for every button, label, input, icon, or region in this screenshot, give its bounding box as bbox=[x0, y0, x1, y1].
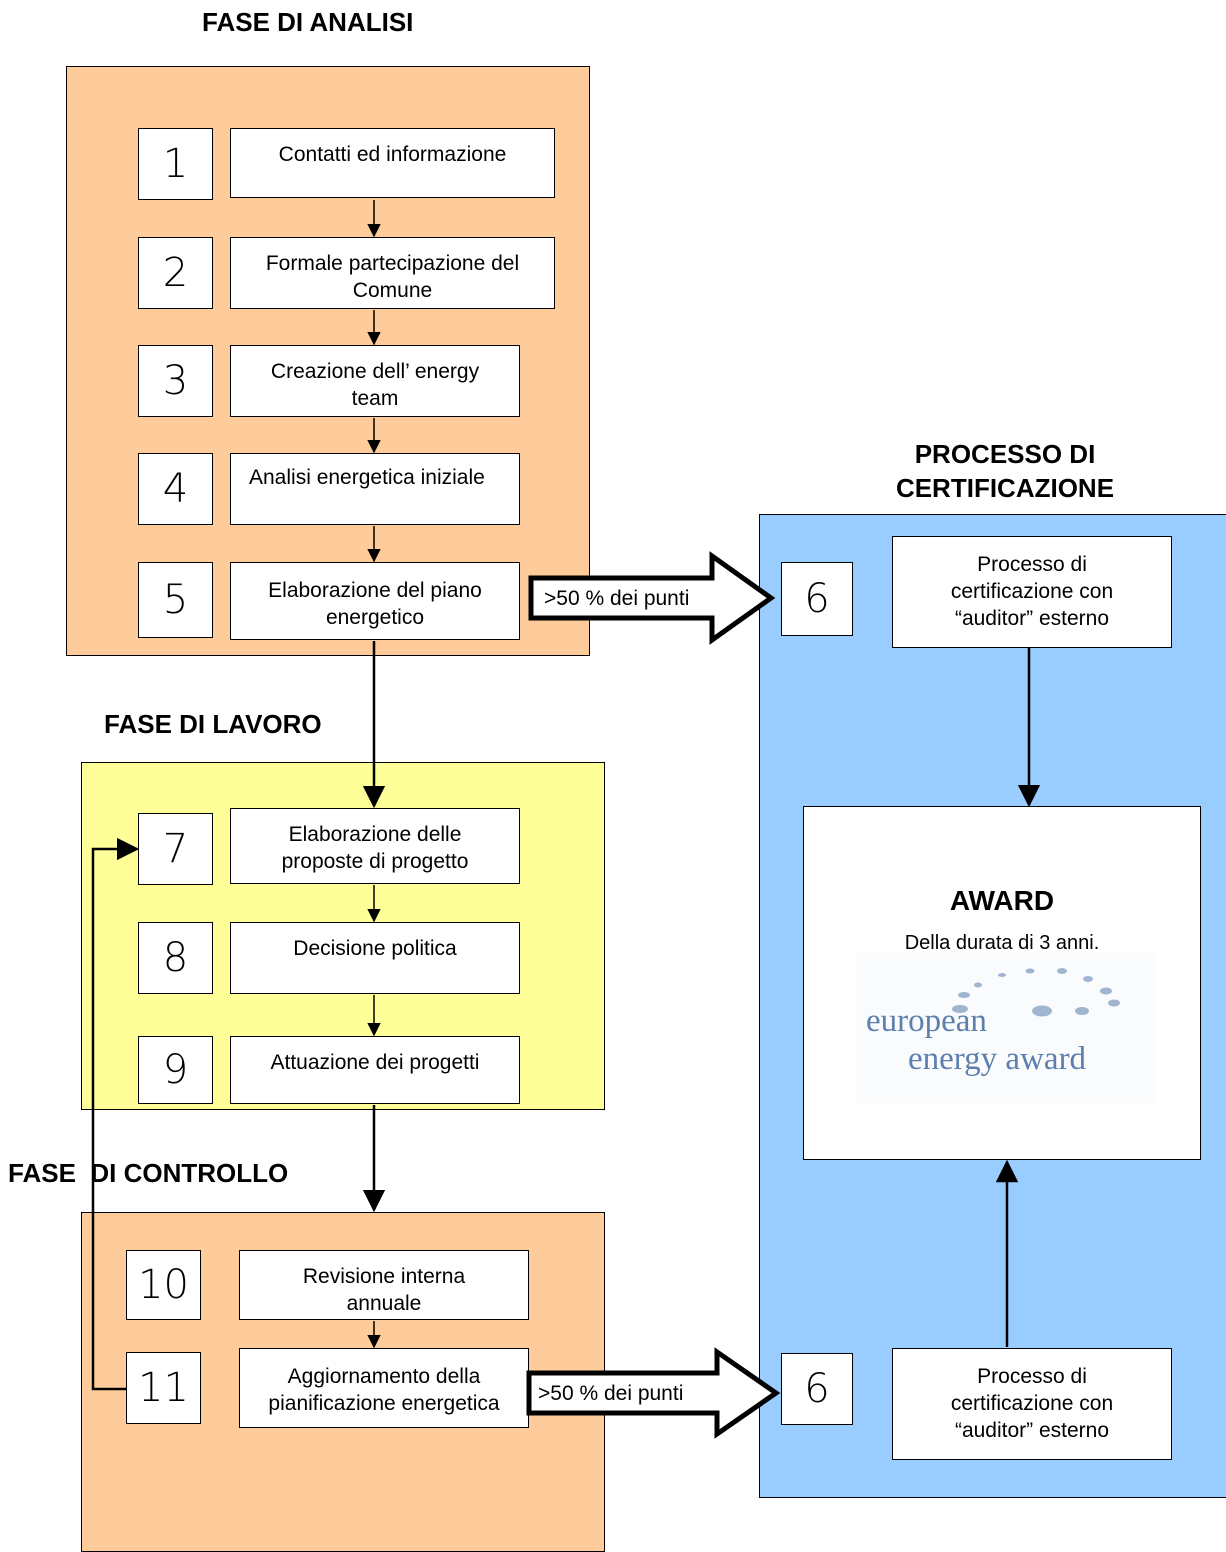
award-subtitle: Della durata di 3 anni. bbox=[904, 932, 1100, 951]
logo-dots-icon bbox=[952, 968, 1120, 1017]
award-box: AWARD Della durata di 3 anni. european e… bbox=[803, 806, 1201, 1160]
step-number-11: 11 bbox=[126, 1352, 201, 1424]
step-number-4: 4 bbox=[138, 453, 213, 525]
step-number-1: 1 bbox=[138, 128, 213, 200]
cert-step-box-upper: Processo di certificazione con “auditor”… bbox=[892, 536, 1172, 648]
european-energy-award-logo: european energy award bbox=[856, 953, 1156, 1103]
threshold-arrow-lower bbox=[526, 1347, 781, 1439]
step-number-2: 2 bbox=[138, 237, 213, 309]
step-box-10: Revisione interna annuale bbox=[239, 1250, 529, 1320]
cert-step-box-lower: Processo di certificazione con “auditor”… bbox=[892, 1348, 1172, 1460]
step-box-7: Elaborazione delle proposte di progetto bbox=[230, 808, 520, 884]
step-box-2: Formale partecipazione del Comune bbox=[230, 237, 555, 309]
logo-text-line1: european bbox=[866, 1003, 987, 1039]
step-number-10: 10 bbox=[126, 1250, 201, 1320]
step-box-8: Decisione politica bbox=[230, 922, 520, 994]
work-phase-title: FASE DI LAVORO bbox=[104, 709, 322, 739]
step-number-7: 7 bbox=[138, 813, 213, 885]
cert-step-number-6-upper: 6 bbox=[781, 562, 853, 636]
cert-step-number-6-lower: 6 bbox=[781, 1353, 853, 1425]
threshold-label-upper: >50 % dei punti bbox=[544, 587, 690, 610]
certification-phase-title: PROCESSO DI CERTIFICAZIONE bbox=[895, 439, 1115, 503]
logo-text-line2: energy award bbox=[908, 1041, 1087, 1077]
feedback-loop-11-to-7 bbox=[91, 837, 140, 1391]
step-number-9: 9 bbox=[138, 1036, 213, 1104]
analysis-phase-title: FASE DI ANALISI bbox=[202, 7, 414, 37]
step-box-5: Elaborazione del piano energetico bbox=[230, 562, 520, 640]
step-number-8: 8 bbox=[138, 922, 213, 994]
threshold-arrow-upper bbox=[528, 551, 776, 645]
award-title: AWARD bbox=[949, 885, 1055, 916]
control-phase-title: FASE DI CONTROLLO bbox=[8, 1158, 289, 1188]
step-number-3: 3 bbox=[138, 345, 213, 417]
step-box-1: Contatti ed informazione bbox=[230, 128, 555, 198]
step-box-11: Aggiornamento della pianificazione energ… bbox=[239, 1348, 529, 1428]
step-box-9: Attuazione dei progetti bbox=[230, 1036, 520, 1104]
step-box-3: Creazione dell’ energy team bbox=[230, 345, 520, 417]
threshold-label-lower: >50 % dei punti bbox=[538, 1382, 684, 1405]
step-number-5: 5 bbox=[138, 562, 213, 638]
step-box-4: Analisi energetica iniziale bbox=[230, 453, 520, 525]
